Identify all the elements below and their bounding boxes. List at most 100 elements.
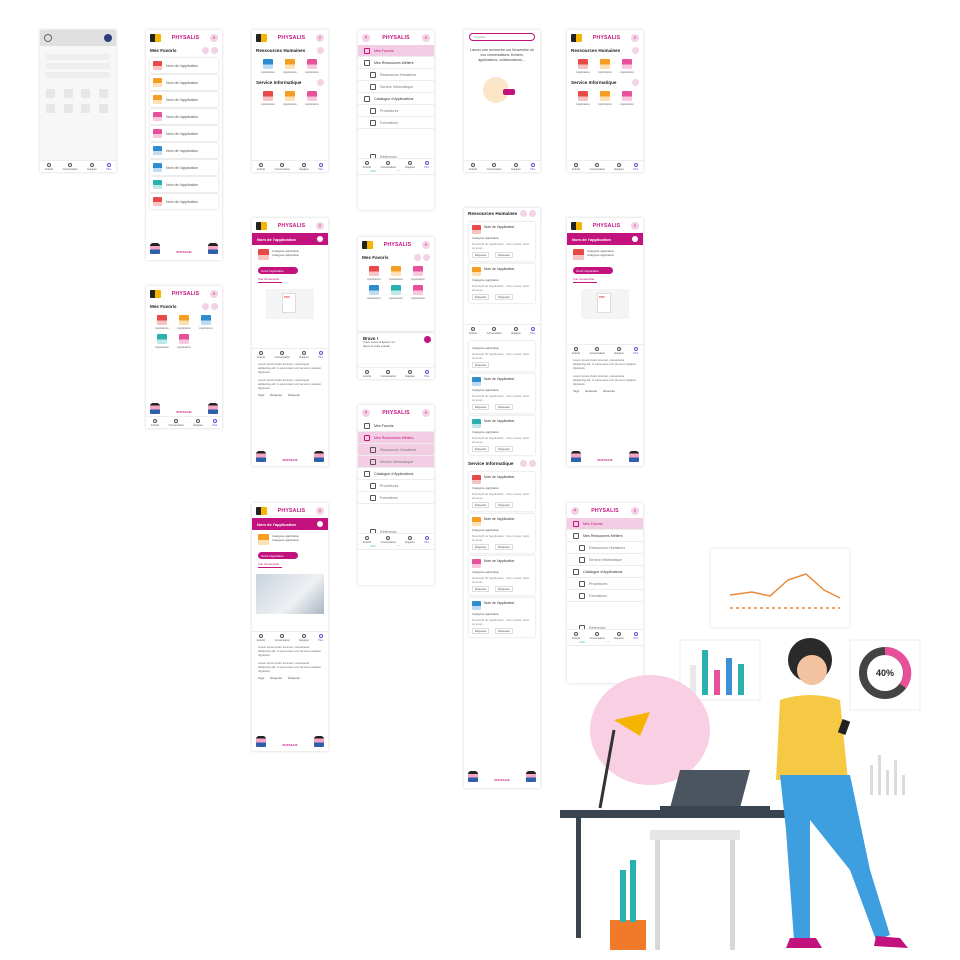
list-item[interactable]: Nom de l'application <box>150 92 218 107</box>
bravo-toast: Bravo ! Vous venez d'ajouter un favori à… <box>358 333 434 363</box>
nav-activite[interactable]: Activité <box>45 162 53 171</box>
skeleton-line <box>46 63 110 69</box>
open-app-button[interactable]: Ouvrir l'application <box>573 267 613 274</box>
app-icon <box>153 197 162 206</box>
app-card[interactable]: Nom de l'application Catégorie applicati… <box>469 514 535 553</box>
open-app-button[interactable]: Ouvrir l'application <box>258 267 298 274</box>
grid-app[interactable]: Application <box>152 334 172 349</box>
close-icon[interactable]: × <box>362 33 370 42</box>
grid-app[interactable]: Application <box>152 315 172 330</box>
app-header: PHYSALIS ⌕ <box>146 30 222 45</box>
screen-app-detail-image: PHYSALIS ⌕ Nom de l'application Catégori… <box>252 503 328 751</box>
screen-bravo: PHYSALIS ⌕ Mes Favoris Application Appli… <box>358 237 434 379</box>
screen-catalogue-long: Ressources Humaines Nom de l'application… <box>464 208 540 788</box>
app-card[interactable]: Nom de l'application Catégorie applicati… <box>469 416 535 455</box>
app-card[interactable]: Nom de l'application Catégorie applicati… <box>469 264 535 303</box>
gauge-card: 40% <box>849 639 921 711</box>
screen-ressources-grid: PHYSALIS ⌕ Ressources Humaines Applicati… <box>252 30 328 172</box>
grid-app[interactable]: Application <box>196 315 216 330</box>
loading-header <box>40 30 116 46</box>
app-icon <box>153 180 162 189</box>
screen-side-menu: × PHYSALIS ⌕ Mes Favoris Mes Ressources … <box>358 30 434 210</box>
search-icon[interactable]: ⌕ <box>209 289 218 298</box>
skeleton-grid <box>40 81 116 121</box>
screen-loading: Activité Conversation Équipes Plus <box>40 30 116 172</box>
close-icon[interactable] <box>317 521 323 527</box>
close-icon[interactable] <box>317 236 323 242</box>
screen-side-menu-rh: × PHYSALIS ⌕ Mes Favoris Mes Ressources … <box>358 405 434 585</box>
menu-item-metiers[interactable]: Mes Ressources Métiers <box>358 57 434 69</box>
screen-ressources-grid-2: PHYSALIS ⌕ Ressources Humaines Applicati… <box>567 30 643 172</box>
section-favoris: Mes Favoris <box>146 301 222 312</box>
app-card[interactable]: Nom de l'application Catégorie applicati… <box>469 222 535 261</box>
app-icon <box>153 61 162 70</box>
list-item[interactable]: Nom de l'application <box>150 75 218 90</box>
bottom-nav: Activité Conversation Équipes Plus <box>146 416 222 428</box>
gauge-label: 40% <box>876 668 894 678</box>
list-item[interactable]: Nom de l'application <box>150 58 218 73</box>
search-icon[interactable]: ⌕ <box>209 33 218 42</box>
screen-favoris-list: PHYSALIS ⌕ Mes Favoris Nom de l'applicat… <box>146 30 222 260</box>
app-icon <box>153 129 162 138</box>
settings-icon[interactable] <box>104 34 112 42</box>
bottom-nav: Activité Conversation Équipes Plus <box>40 160 116 172</box>
list-item[interactable]: Nom de l'application <box>150 194 218 209</box>
app-grid: Application Application Application Appl… <box>146 312 222 352</box>
preview-image: PDF <box>266 289 314 319</box>
open-app-button[interactable]: Ouvrir l'application <box>258 552 298 559</box>
grid-app[interactable]: Application <box>174 315 194 330</box>
skeleton-line <box>46 54 110 60</box>
screen-favoris-grid: PHYSALIS ⌕ Mes Favoris Application Appli… <box>146 286 222 428</box>
app-icon <box>258 249 269 260</box>
footer-illustration: PHYSALIS <box>150 242 218 254</box>
add-icon[interactable] <box>211 47 218 54</box>
nav-equipes[interactable]: Équipes <box>87 162 97 171</box>
app-card[interactable]: Nom de l'application Catégorie applicati… <box>469 374 535 413</box>
detail-title-bar: Nom de l'application <box>252 233 328 245</box>
app-card[interactable]: Nom de l'application Catégorie applicati… <box>469 598 535 637</box>
nav-plus[interactable]: Plus <box>106 162 111 171</box>
search-icon[interactable]: ⌕ <box>315 33 324 42</box>
app-card[interactable]: Nom de l'application Catégorie applicati… <box>469 472 535 511</box>
avatar-icon[interactable] <box>44 34 52 42</box>
woman-at-desk-illustration: 40% <box>560 547 921 950</box>
app-icon <box>153 112 162 121</box>
preview-image: PDF <box>581 289 629 319</box>
close-icon[interactable] <box>424 336 431 343</box>
app-icon <box>153 146 162 155</box>
brand-title: PHYSALIS <box>171 34 200 41</box>
description-text: Lorem ipsum dolor sit amet, consectetur … <box>258 378 321 390</box>
list-item[interactable]: Nom de l'application <box>150 143 218 158</box>
search-input[interactable]: Physalis <box>469 33 535 41</box>
list-item[interactable]: Nom de l'application <box>150 177 218 192</box>
app-icon <box>153 78 162 87</box>
list-item[interactable]: Nom de l'application <box>150 126 218 141</box>
section-si: Service Informatique <box>252 77 328 88</box>
menu-item-favoris[interactable]: Mes Favoris <box>358 45 434 57</box>
menu-item-catalogue[interactable]: Catalogue d'Applications <box>358 93 434 105</box>
skeleton-line <box>46 72 110 78</box>
description-text: Lorem ipsum dolor sit amet, consectetur … <box>258 362 321 374</box>
bottom-nav: Activité Conversation Équipes Plus <box>252 160 328 172</box>
app-header: PHYSALIS ⌕ <box>146 286 222 301</box>
list-item[interactable]: Nom de l'application <box>150 160 218 175</box>
screen-app-detail-2: PHYSALIS ⌕ Nom de l'application Catégori… <box>567 218 643 466</box>
section-favoris: Mes Favoris <box>146 45 222 56</box>
search-hint: Lancer une recherche sur l'ensemble de v… <box>470 48 535 62</box>
nav-conversation[interactable]: Conversation <box>63 162 78 171</box>
logo-icon <box>150 289 161 298</box>
section-si: Service Informatique <box>464 458 540 469</box>
filter-icon[interactable] <box>202 47 209 54</box>
list-item[interactable]: Nom de l'application <box>150 109 218 124</box>
preview-image <box>256 574 324 614</box>
app-card[interactable]: Nom de l'application Catégorie applicati… <box>469 556 535 595</box>
screen-app-detail: PHYSALIS ⌕ Nom de l'application Catégori… <box>252 218 328 466</box>
grid-app[interactable]: Application <box>174 334 194 349</box>
section-rh: Ressources Humaines <box>464 208 540 219</box>
logo-icon <box>150 33 161 42</box>
close-icon[interactable] <box>632 236 638 242</box>
tab-overview[interactable]: Vue d'ensemble <box>258 277 282 283</box>
app-icon <box>153 95 162 104</box>
app-icon <box>153 163 162 172</box>
